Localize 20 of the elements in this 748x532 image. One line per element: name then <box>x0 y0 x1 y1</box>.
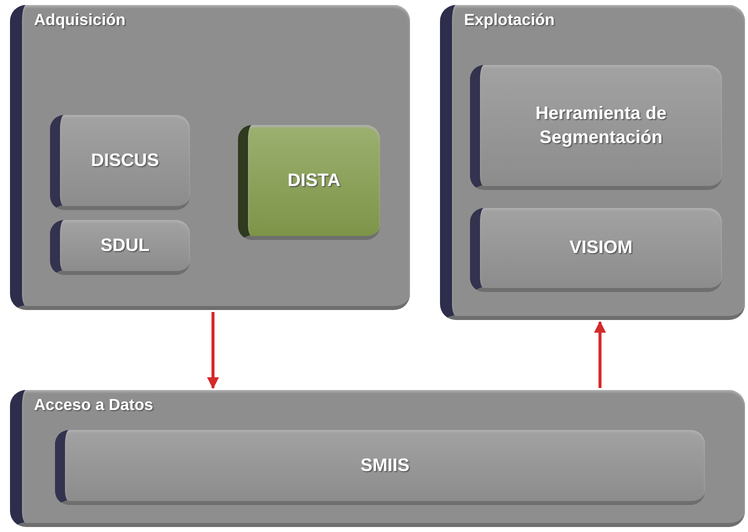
component-label: SDUL <box>100 234 150 257</box>
component-box <box>470 208 722 292</box>
component-box <box>238 125 380 240</box>
component-box <box>470 65 722 190</box>
group-panel <box>440 5 745 320</box>
group-heading: Explotación <box>464 11 555 31</box>
group-heading: Adquisición <box>34 11 126 31</box>
component-label: DISCUS <box>90 148 159 172</box>
component-box <box>55 430 705 505</box>
component-label: DISTA <box>288 168 340 192</box>
arrow <box>594 320 606 388</box>
group-panel <box>10 390 745 527</box>
group-panel <box>10 5 410 310</box>
component-label: SMIIS <box>360 454 410 477</box>
component-box <box>50 220 190 275</box>
arrow <box>207 312 219 390</box>
component-label: Herramienta de Segmentación <box>534 102 668 149</box>
group-heading: Acceso a Datos <box>34 396 154 416</box>
component-label: VISIOM <box>569 236 632 260</box>
component-box <box>50 115 190 210</box>
